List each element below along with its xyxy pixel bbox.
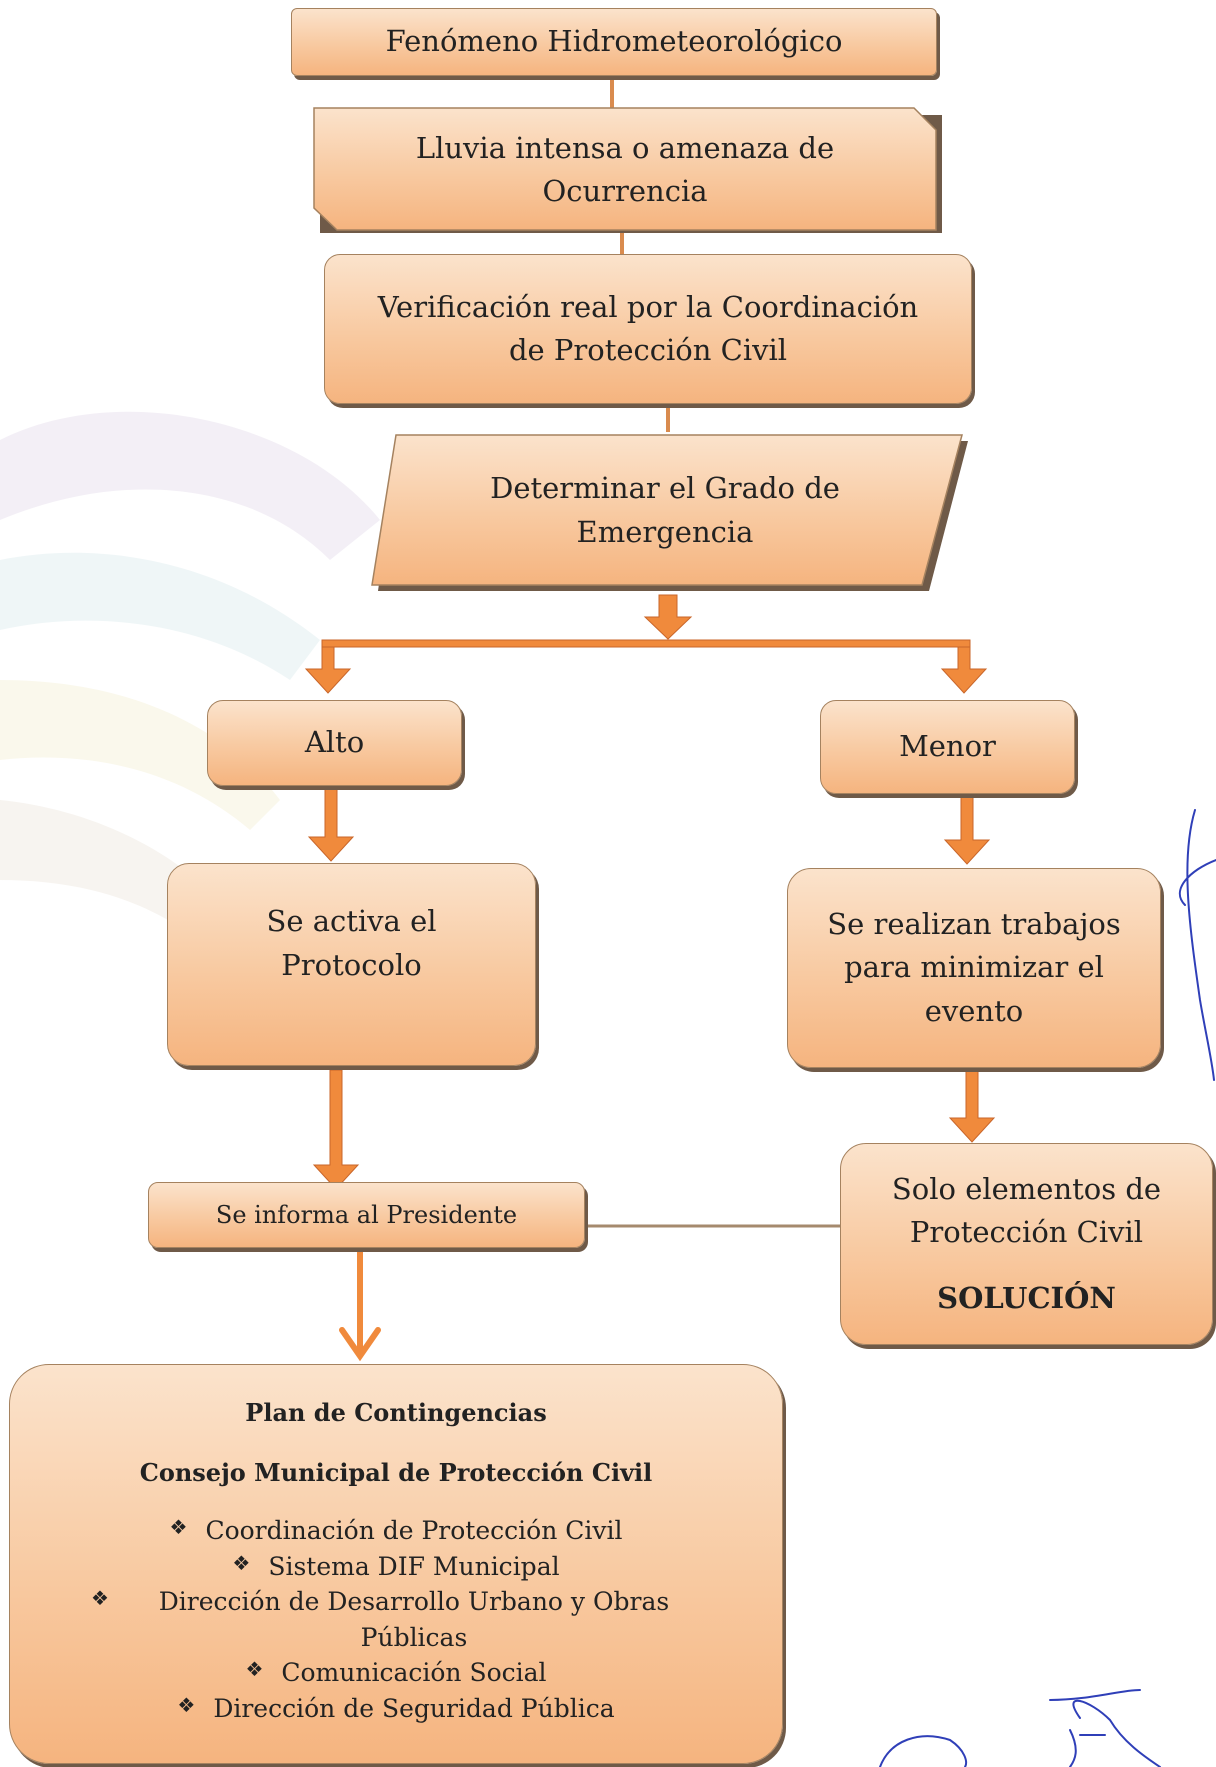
- plan-subtitle: Consejo Municipal de Protección Civil: [139, 1458, 653, 1487]
- menor-solo-label: Solo elementos de Protección Civil: [891, 1171, 1162, 1250]
- diamond-bullet-icon: ❖: [232, 1550, 251, 1575]
- alto-action: Se activa el Protocolo: [167, 863, 536, 1066]
- plan-list-item: ❖ Sistema DIF Municipal: [91, 1549, 701, 1585]
- plan-title: Plan de Contingencias: [245, 1398, 547, 1427]
- alto-informa-label: Se informa al Presidente: [215, 1201, 518, 1229]
- plan-item-label: Comunicación Social: [281, 1658, 547, 1687]
- step-determinar-label: Determinar el Grado de Emergencia: [490, 471, 840, 549]
- plan-list-item: ❖ Dirección de Desarrollo Urbano y Obras…: [91, 1584, 701, 1655]
- diamond-bullet-icon: ❖: [91, 1586, 109, 1610]
- arrow-down-icon: [312, 1069, 360, 1190]
- arrow-down-icon: [943, 794, 991, 865]
- menor-action-label: Se realizan trabajos para minimizar el e…: [827, 906, 1121, 1028]
- branch-alto-label: Alto: [304, 725, 365, 760]
- menor-solucion-label: SOLUCIÓN: [937, 1280, 1116, 1315]
- diamond-bullet-icon: ❖: [169, 1515, 188, 1539]
- step-verificacion: Verificación real por la Coordinación de…: [324, 254, 972, 404]
- plan-box: Plan de Contingencias Consejo Municipal …: [9, 1364, 783, 1764]
- menor-solo: Solo elementos de Protección Civil SOLUC…: [840, 1143, 1213, 1345]
- plan-item-label: Dirección de Seguridad Pública: [213, 1693, 615, 1723]
- chevron-down-icon: [339, 1327, 381, 1362]
- plan-list-item: ❖ Dirección de Seguridad Pública: [91, 1691, 701, 1727]
- plan-list-item: ❖ Coordinación de Protección Civil: [91, 1513, 701, 1549]
- arrow-down-icon: [948, 1069, 996, 1143]
- arrow-down-icon: [307, 786, 355, 862]
- arrow-down-icon: [643, 594, 693, 640]
- branch-menor-label: Menor: [899, 729, 996, 764]
- plan-list-item: ❖ Comunicación Social: [91, 1655, 701, 1691]
- plan-item-label: Coordinación de Protección Civil: [205, 1516, 623, 1545]
- branch-alto: Alto: [207, 700, 462, 786]
- menor-action: Se realizan trabajos para minimizar el e…: [787, 868, 1161, 1068]
- step-fenomeno: Fenómeno Hidrometeorológico: [291, 8, 937, 76]
- alto-action-label: Se activa el Protocolo: [266, 904, 437, 982]
- step-lluvia: Lluvia intensa o amenaza de Ocurrencia: [330, 110, 920, 230]
- arrow-down-icon: [304, 646, 352, 694]
- plan-item-label: Dirección de Desarrollo Urbano y Obras P…: [158, 1587, 670, 1652]
- step-determinar: Determinar el Grado de Emergencia: [440, 438, 890, 583]
- step-fenomeno-label: Fenómeno Hidrometeorológico: [385, 24, 843, 59]
- plan-item-label: Sistema DIF Municipal: [268, 1551, 560, 1581]
- step-lluvia-label: Lluvia intensa o amenaza de Ocurrencia: [415, 130, 835, 209]
- diamond-bullet-icon: ❖: [177, 1692, 196, 1717]
- branch-menor: Menor: [820, 700, 1075, 794]
- plan-list: ❖ Coordinación de Protección Civil ❖ Sis…: [91, 1513, 701, 1726]
- split-bar: [321, 639, 971, 648]
- diamond-bullet-icon: ❖: [245, 1657, 264, 1681]
- alto-informa: Se informa al Presidente: [148, 1182, 585, 1248]
- arrow-down-icon: [940, 646, 988, 694]
- step-verificacion-label: Verificación real por la Coordinación de…: [377, 289, 919, 368]
